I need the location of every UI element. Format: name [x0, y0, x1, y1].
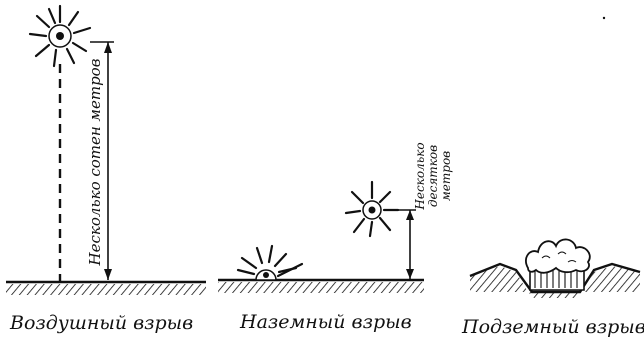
ground-burst-height-dimension: [398, 210, 416, 279]
air-burst-ground: [6, 282, 206, 295]
air-burst-flash-icon: [30, 6, 90, 66]
air-burst-caption: Воздушный взрыв: [10, 312, 193, 334]
ground-burst-elevated-flash-icon: [346, 182, 398, 236]
underground-burst-cloud-icon: [526, 239, 590, 272]
ground-burst-height-label-line-1: Несколько: [413, 142, 427, 210]
air-burst-height-label: Несколько сотен метров: [86, 58, 104, 266]
speck-mark: [603, 17, 605, 19]
ground-burst-height-label-line-3: метров: [439, 151, 453, 201]
ground-burst-flash-icon: [238, 246, 302, 280]
air-burst-panel: Несколько сотен метров: [6, 6, 206, 295]
ground-burst-height-label: Несколько десятков метров: [413, 142, 453, 210]
ground-burst-ground: [218, 280, 424, 293]
ground-burst-height-label-line-2: десятков: [426, 145, 440, 207]
ground-burst-panel: Несколько десятков метров: [218, 142, 453, 293]
ground-burst-caption: Наземный взрыв: [240, 311, 412, 333]
underground-burst-caption: Подземный взрыв: [462, 316, 644, 338]
underground-burst-panel: [470, 239, 640, 298]
